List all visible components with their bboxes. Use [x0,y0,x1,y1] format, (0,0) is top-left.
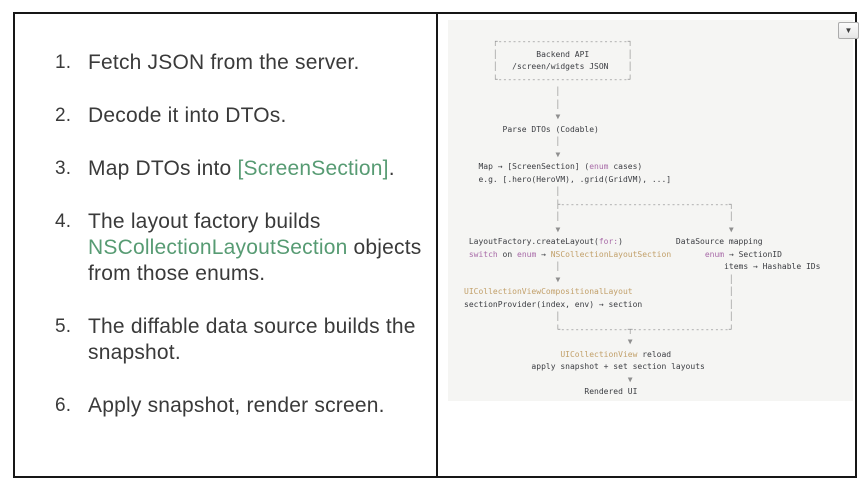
diagram-segment: cases) [608,162,643,171]
ascii-flow-diagram: ┌---------------------------┐ │ Backend … [448,20,853,399]
code-block: ┌---------------------------┐ │ Backend … [448,20,853,401]
diagram-segment [671,250,705,259]
list-item-number: 5. [55,316,72,337]
text-segment: [ScreenSection] [237,157,389,180]
list-item-text: The layout factory builds NSCollectionLa… [88,209,426,287]
slide: 1. Fetch JSON from the server. 2. Decode it… [13,12,859,478]
diagram-segment: ┌---------------------------┐ [464,37,633,46]
triangle-down-icon: ▼ [844,26,853,35]
diagram-segment: │ [464,49,498,59]
diagram-segment: │ [627,49,633,59]
text-segment: NSCollectionLayoutSection [88,236,348,259]
collapse-button[interactable]: ▼ [838,22,859,39]
diagram-segment: sectionProvider(index, env) → section [464,299,643,309]
diagram-segment: enum [704,249,725,259]
diagram-segment: for: [598,237,619,246]
diagram-segment: apply snapshot + set section layouts [464,362,705,371]
diagram-segment: └--------------┬--------------------┘ [464,324,734,334]
list-item-text: Decode it into DTOs. [88,103,287,129]
diagram-segment: LayoutFactory.createLayout( [464,237,599,246]
text-segment: Apply snapshot, render screen. [88,394,385,417]
diagram-segment: on [497,249,517,259]
diagram-segment: switch [468,249,498,259]
diagram-segment: └---------------------------┘ [464,74,633,84]
list-item: 5. The diffable data source builds the sn… [55,314,426,366]
diagram-segment: ▼ [464,374,633,384]
diagram-segment: Backend API [497,49,628,59]
text-segment: Map DTOs into [88,157,238,180]
diagram-segment: /screen/widgets JSON [497,62,628,71]
text-segment: The diffable data source builds the snap… [88,315,416,364]
text-segment: Decode it into DTOs. [88,104,287,127]
diagram-segment: NSCollectionLayoutSection [550,249,672,259]
diagram-segment: Map → [ScreenSection] ( [464,162,590,171]
list-item: 1. Fetch JSON from the server. [55,50,426,76]
diagram-segment: → [536,249,551,259]
diagram-segment: │ [464,87,561,96]
list-item: 4. The layout factory builds NSCollection… [55,209,426,287]
diagram-segment: → SectionID [724,249,782,259]
diagram-segment: enum [517,249,537,259]
diagram-segment: │ [464,62,498,71]
list-item: 3. Map DTOs into [ScreenSection]. [55,156,426,182]
diagram-segment: │ │ [464,312,734,321]
text-segment: . [388,157,395,180]
list-item-text: Map DTOs into [ScreenSection]. [88,156,395,182]
diagram-segment: ) DataSource mapping [618,237,763,246]
list-item-number: 4. [55,211,72,232]
diagram-segment: │ [464,137,561,146]
list-item-text: The diffable data source builds the snap… [88,314,426,366]
list-item-number: 3. [55,158,72,179]
diagram-panel: ┌---------------------------┐ │ Backend … [438,14,859,476]
diagram-segment [464,350,560,359]
list-item: 2. Decode it into DTOs. [55,103,426,129]
diagram-segment: UICollectionViewCompositionalLayout [464,287,633,296]
text-segment: The layout factory builds [88,210,321,233]
diagram-segment: │ [632,287,734,296]
diagram-segment: ▼ │ [464,274,734,284]
diagram-segment: Rendered UI [464,387,638,396]
list-item: 6. Apply snapshot, render screen. [55,393,426,419]
diagram-segment: ├-----------------------------------┐ [464,199,734,209]
diagram-segment: │ [464,187,561,196]
diagram-segment: │ [464,99,561,109]
list-item-text: Apply snapshot, render screen. [88,393,385,419]
ordered-list: 1. Fetch JSON from the server. 2. Decode it… [55,50,426,419]
diagram-segment: enum [589,162,609,171]
list-item-number: 1. [55,52,72,73]
diagram-segment: │ │ [464,212,734,221]
text-segment: Fetch JSON from the server. [88,51,360,74]
diagram-segment: │ [464,262,561,271]
diagram-segment: items → Hashable IDs [560,262,821,271]
steps-panel: 1. Fetch JSON from the server. 2. Decode it… [15,14,438,476]
diagram-segment: e.g. [.hero(HeroVM), .grid(GridVM), ...] [464,174,672,184]
diagram-segment: UICollectionView [560,349,638,359]
list-item-number: 6. [55,395,72,416]
diagram-segment: ▼ [464,112,561,121]
diagram-segment: ▼ [464,149,561,159]
diagram-segment: ▼ ▼ [464,224,734,234]
diagram-segment: reload [637,349,672,359]
diagram-segment: │ [627,62,633,71]
diagram-segment: Parse DTOs (Codable) [464,124,599,134]
list-item-number: 2. [55,105,72,126]
diagram-segment: │ [642,299,734,309]
list-item-text: Fetch JSON from the server. [88,50,359,76]
diagram-segment: ▼ [464,337,633,346]
text-segment: objects from those enums. [88,236,422,285]
